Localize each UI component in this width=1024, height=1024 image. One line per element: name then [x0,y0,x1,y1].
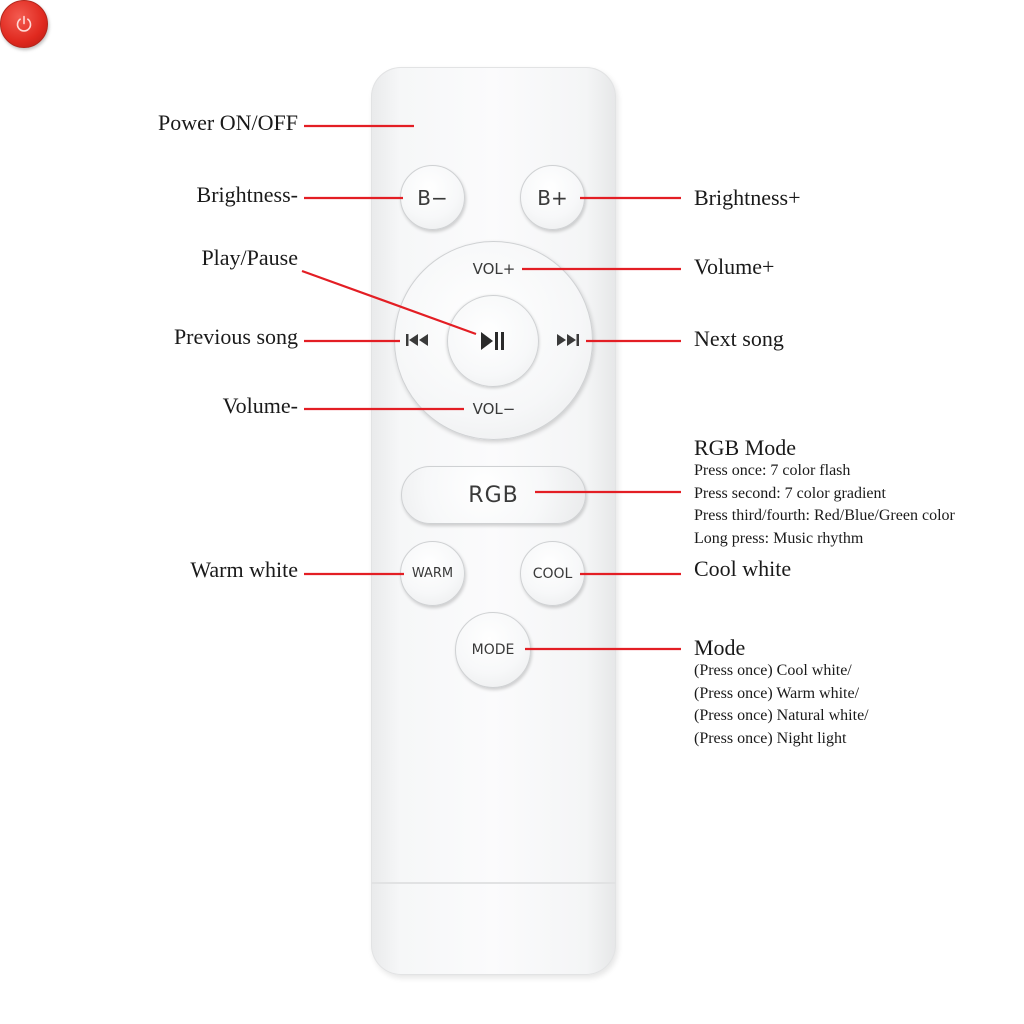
brightness-plus-callout: Brightness+ [694,185,801,210]
rgb-mode-title: RGB Mode [694,435,797,460]
mode-line: (Press once) Warm white/ [694,684,860,702]
warm-white-callout: Warm white [190,557,298,582]
warm-button[interactable]: WARM [400,541,465,606]
cool-button[interactable]: COOL [520,541,585,606]
volume-plus-callout: Volume+ [694,254,775,279]
play-pause-callout: Play/Pause [201,245,298,270]
brightness-minus-label: B− [417,185,448,210]
previous-track-icon[interactable] [405,333,433,347]
warm-label: WARM [411,566,454,581]
next-track-icon[interactable] [554,333,582,347]
brightness-plus-button[interactable]: B+ [520,165,585,230]
play-pause-icon [481,332,504,350]
rgb-mode-line: Long press: Music rhythm [694,529,864,547]
mode-line: (Press once) Cool white/ [694,662,852,679]
play-pause-button[interactable] [447,295,539,387]
mode-button[interactable]: MODE [455,612,531,688]
cool-white-callout: Cool white [694,556,792,581]
rgb-mode-callout: RGB Mode Press once: 7 color flash Press… [694,436,955,550]
rgb-mode-line: Press once: 7 color flash [694,462,851,479]
rgb-button[interactable]: RGB [401,466,586,524]
cool-label: COOL [532,565,573,582]
brightness-minus-callout: Brightness- [196,182,298,207]
power-callout: Power ON/OFF [158,110,298,135]
next-song-callout: Next song [694,326,784,351]
volume-minus-callout: Volume- [222,393,298,418]
mode-line: (Press once) Natural white/ [694,707,869,724]
power-button[interactable] [0,0,48,48]
volume-up-button[interactable]: VOL+ [472,260,516,278]
previous-song-callout: Previous song [173,324,298,349]
mode-line: (Press once) Night light [694,729,847,747]
brightness-plus-label: B+ [537,185,568,210]
rgb-mode-line: Press third/fourth: Red/Blue/Green color [694,507,955,524]
mode-label: MODE [471,642,515,658]
volume-down-button[interactable]: VOL− [472,400,516,418]
mode-callout: Mode (Press once) Cool white/ (Press onc… [694,636,869,750]
mode-title: Mode [694,635,746,660]
rgb-label: RGB [468,482,519,508]
power-icon [16,15,32,32]
play-pause-leader [301,269,477,336]
rgb-mode-line: Press second: 7 color gradient [694,484,886,502]
battery-cover-seam [371,882,616,884]
